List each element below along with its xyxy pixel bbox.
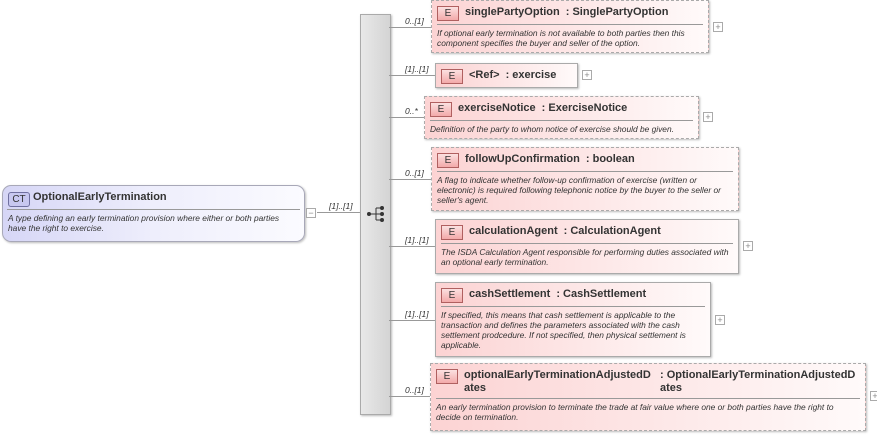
connector-line	[317, 212, 360, 213]
expand-toggle[interactable]: +	[715, 315, 725, 325]
element-badge: E	[441, 69, 463, 84]
element-description: The ISDA Calculation Agent responsible f…	[441, 247, 729, 267]
element-header: E <Ref> : exercise	[441, 69, 572, 84]
element-badge: E	[441, 225, 463, 240]
divider	[437, 171, 733, 172]
expand-toggle[interactable]: +	[703, 112, 713, 122]
sequence-bar[interactable]	[360, 14, 391, 415]
connector-line	[389, 320, 435, 321]
divider	[430, 120, 693, 121]
element-badge: E	[437, 153, 459, 168]
connector-line	[389, 179, 431, 180]
element-type: : SinglePartyOption	[565, 6, 669, 18]
element-description: An early termination provision to termin…	[436, 402, 834, 422]
element-badge: E	[441, 288, 463, 303]
multiplicity-label: [1]..[1]	[405, 64, 429, 74]
complex-type-name: OptionalEarlyTermination	[33, 191, 167, 203]
connector-line	[389, 75, 435, 76]
element-box-ref[interactable]: E <Ref> : exercise	[435, 63, 578, 88]
element-name: optionalEarlyTerminationAdjustedDates	[464, 369, 651, 394]
sequence-compositor-icon	[367, 206, 384, 222]
element-name: cashSettlement	[469, 288, 551, 300]
element-type: : ExerciseNotice	[541, 102, 628, 114]
divider	[441, 243, 733, 244]
element-name: followUpConfirmation	[465, 153, 580, 165]
complex-type-description: A type defining an early termination pro…	[8, 213, 280, 233]
element-description: If specified, this means that cash settl…	[441, 310, 686, 350]
element-type: : CalculationAgent	[563, 225, 661, 237]
divider	[436, 398, 860, 399]
multiplicity-label: 0..*	[405, 106, 418, 116]
element-description: A flag to indicate whether follow-up con…	[437, 175, 721, 205]
multiplicity-label: [1]..[1]	[405, 235, 429, 245]
element-name: singlePartyOption	[465, 6, 560, 18]
divider	[437, 24, 703, 25]
expand-toggle[interactable]: +	[870, 391, 877, 401]
complex-type-box[interactable]: CT OptionalEarlyTermination A type defin…	[2, 185, 305, 242]
connector-line	[389, 246, 435, 247]
connector-line	[389, 117, 424, 118]
connector-line	[389, 27, 431, 28]
complex-type-badge: CT	[8, 192, 30, 207]
element-type: : exercise	[505, 69, 557, 81]
element-description: If optional early termination is not ava…	[437, 28, 685, 48]
element-type: : CashSettlement	[556, 288, 647, 300]
element-name: calculationAgent	[469, 225, 558, 237]
connector-line	[389, 396, 430, 397]
element-badge: E	[437, 6, 459, 21]
expand-toggle[interactable]: +	[582, 70, 592, 80]
element-description: Definition of the party to whom notice o…	[430, 124, 674, 134]
divider	[441, 306, 705, 307]
element-type: : OptionalEarlyTerminationAdjustedDates	[660, 369, 856, 394]
element-badge: E	[436, 369, 458, 384]
element-name: <Ref>	[469, 69, 500, 81]
element-badge: E	[430, 102, 452, 117]
expand-toggle[interactable]: +	[713, 22, 723, 32]
element-name: exerciseNotice	[458, 102, 536, 114]
multiplicity-label: 0..[1]	[405, 168, 424, 178]
expand-toggle[interactable]: +	[743, 241, 753, 251]
element-type: : boolean	[585, 153, 635, 165]
multiplicity-label: 0..[1]	[405, 16, 424, 26]
collapse-toggle[interactable]: −	[306, 208, 316, 218]
divider	[7, 209, 300, 210]
multiplicity-label: 0..[1]	[405, 385, 424, 395]
multiplicity-label: [1]..[1]	[405, 309, 429, 319]
multiplicity-label: [1]..[1]	[329, 201, 353, 211]
